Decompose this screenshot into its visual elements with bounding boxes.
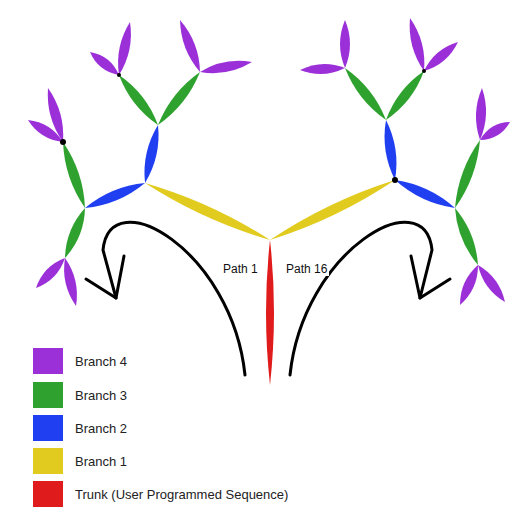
legend-swatch — [33, 382, 63, 408]
tree-branches — [28, 18, 510, 385]
branch-segment — [455, 140, 480, 208]
branch-segment — [386, 71, 424, 120]
branch-segment — [480, 122, 510, 140]
legend-text: Trunk (User Programmed Sequence) — [75, 487, 288, 502]
path-arrow — [290, 222, 432, 375]
branch-segment — [63, 142, 85, 208]
legend-text: Branch 3 — [75, 388, 127, 403]
branch-segment — [424, 42, 458, 71]
branch-segment — [340, 20, 350, 68]
path-arrow-head — [86, 256, 124, 298]
branch-segment — [145, 183, 270, 240]
branch-segment — [476, 88, 486, 140]
joint-dot — [392, 177, 398, 183]
branch-segment — [345, 68, 386, 120]
branch-segment — [385, 120, 397, 180]
path-arrow — [103, 222, 245, 375]
branch-segment — [180, 20, 200, 72]
branch-segment — [48, 88, 63, 142]
branch-segment — [158, 72, 200, 125]
joint-dot — [60, 139, 66, 145]
branch-segment — [455, 208, 478, 265]
legend-swatch — [33, 481, 63, 507]
path-arrow-head — [411, 256, 450, 298]
branch-segment — [119, 75, 158, 125]
legend-swatch — [33, 448, 63, 474]
legend-entry: Branch 2 — [33, 415, 127, 441]
branch-segment — [64, 258, 77, 306]
branch-segment — [460, 265, 478, 305]
branch-segment — [118, 22, 131, 75]
legend-swatch — [33, 348, 63, 374]
branch-segment — [300, 64, 345, 74]
joint-dot — [117, 73, 121, 77]
branch-segment — [266, 240, 274, 385]
legend-text: Branch 4 — [75, 354, 127, 369]
branch-segment — [395, 180, 455, 208]
branch-segment — [200, 61, 252, 73]
branch-segment — [65, 208, 85, 258]
path-label: Path 16 — [284, 262, 329, 276]
legend-text: Branch 2 — [75, 421, 127, 436]
joint-dot — [422, 69, 426, 73]
legend-entry: Branch 1 — [33, 448, 127, 474]
branch-segment — [85, 183, 145, 208]
legend-entry: Trunk (User Programmed Sequence) — [33, 481, 288, 507]
branch-segment — [478, 265, 505, 302]
branch-segment — [410, 18, 425, 71]
branch-segment — [36, 258, 65, 288]
branch-segment — [90, 52, 119, 75]
legend-swatch — [33, 415, 63, 441]
legend-text: Branch 1 — [75, 454, 127, 469]
branch-segment — [144, 125, 158, 183]
legend-entry: Branch 4 — [33, 348, 127, 374]
path-label: Path 1 — [221, 262, 260, 276]
legend-entry: Branch 3 — [33, 382, 127, 408]
